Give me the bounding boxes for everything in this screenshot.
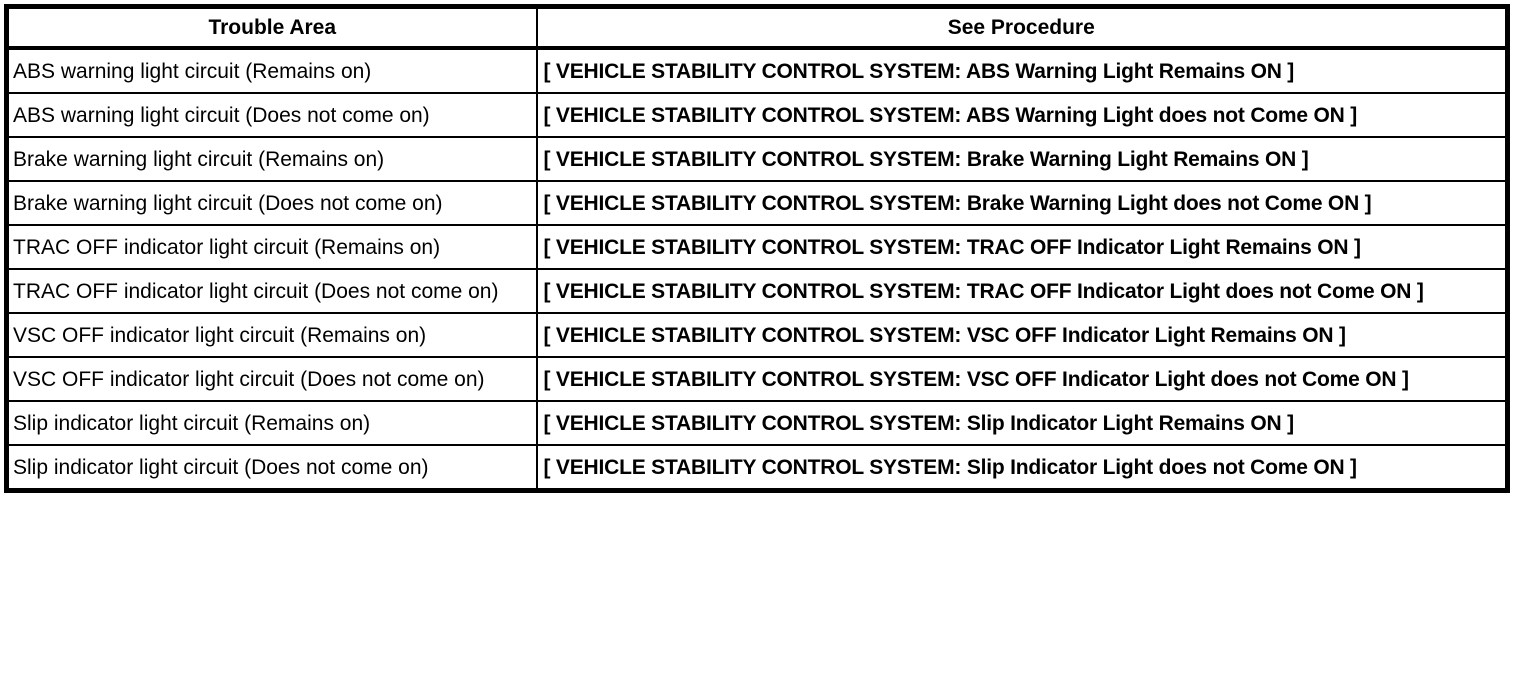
column-header-trouble-area: Trouble Area: [5, 5, 538, 50]
trouble-area-cell: TRAC OFF indicator light circuit (Remain…: [5, 224, 538, 270]
table-row: Brake warning light circuit (Remains on)…: [5, 136, 1509, 182]
table-row: VSC OFF indicator light circuit (Remains…: [5, 312, 1509, 358]
header-row: Trouble Area See Procedure: [5, 5, 1509, 50]
table-row: ABS warning light circuit (Remains on) […: [5, 47, 1509, 94]
table-body: ABS warning light circuit (Remains on) […: [5, 47, 1509, 492]
trouble-area-cell: ABS warning light circuit (Remains on): [5, 47, 538, 94]
table-row: VSC OFF indicator light circuit (Does no…: [5, 356, 1509, 402]
trouble-area-cell: Brake warning light circuit (Remains on): [5, 136, 538, 182]
table-row: Slip indicator light circuit (Does not c…: [5, 444, 1509, 492]
procedure-link-cell[interactable]: [ VEHICLE STABILITY CONTROL SYSTEM: Slip…: [535, 400, 1509, 446]
trouble-area-table: Trouble Area See Procedure ABS warning l…: [4, 4, 1510, 493]
procedure-link-cell[interactable]: [ VEHICLE STABILITY CONTROL SYSTEM: TRAC…: [535, 268, 1509, 314]
trouble-area-cell: ABS warning light circuit (Does not come…: [5, 92, 538, 138]
procedure-link-cell[interactable]: [ VEHICLE STABILITY CONTROL SYSTEM: TRAC…: [535, 224, 1509, 270]
procedure-link-cell[interactable]: [ VEHICLE STABILITY CONTROL SYSTEM: ABS …: [535, 92, 1509, 138]
table-row: Slip indicator light circuit (Remains on…: [5, 400, 1509, 446]
procedure-link-cell[interactable]: [ VEHICLE STABILITY CONTROL SYSTEM: Brak…: [535, 136, 1509, 182]
procedure-link-cell[interactable]: [ VEHICLE STABILITY CONTROL SYSTEM: Slip…: [535, 444, 1509, 492]
procedure-link-cell[interactable]: [ VEHICLE STABILITY CONTROL SYSTEM: Brak…: [535, 180, 1509, 226]
trouble-area-cell: VSC OFF indicator light circuit (Does no…: [5, 356, 538, 402]
procedure-link-cell[interactable]: [ VEHICLE STABILITY CONTROL SYSTEM: VSC …: [535, 312, 1509, 358]
trouble-area-cell: TRAC OFF indicator light circuit (Does n…: [5, 268, 538, 314]
table-row: TRAC OFF indicator light circuit (Does n…: [5, 268, 1509, 314]
column-header-see-procedure: See Procedure: [535, 5, 1509, 50]
table-row: ABS warning light circuit (Does not come…: [5, 92, 1509, 138]
trouble-area-cell: Slip indicator light circuit (Remains on…: [5, 400, 538, 446]
procedure-link-cell[interactable]: [ VEHICLE STABILITY CONTROL SYSTEM: VSC …: [535, 356, 1509, 402]
table-row: TRAC OFF indicator light circuit (Remain…: [5, 224, 1509, 270]
trouble-area-cell: Slip indicator light circuit (Does not c…: [5, 444, 538, 492]
trouble-area-cell: Brake warning light circuit (Does not co…: [5, 180, 538, 226]
trouble-area-cell: VSC OFF indicator light circuit (Remains…: [5, 312, 538, 358]
procedure-link-cell[interactable]: [ VEHICLE STABILITY CONTROL SYSTEM: ABS …: [535, 47, 1509, 94]
table-row: Brake warning light circuit (Does not co…: [5, 180, 1509, 226]
